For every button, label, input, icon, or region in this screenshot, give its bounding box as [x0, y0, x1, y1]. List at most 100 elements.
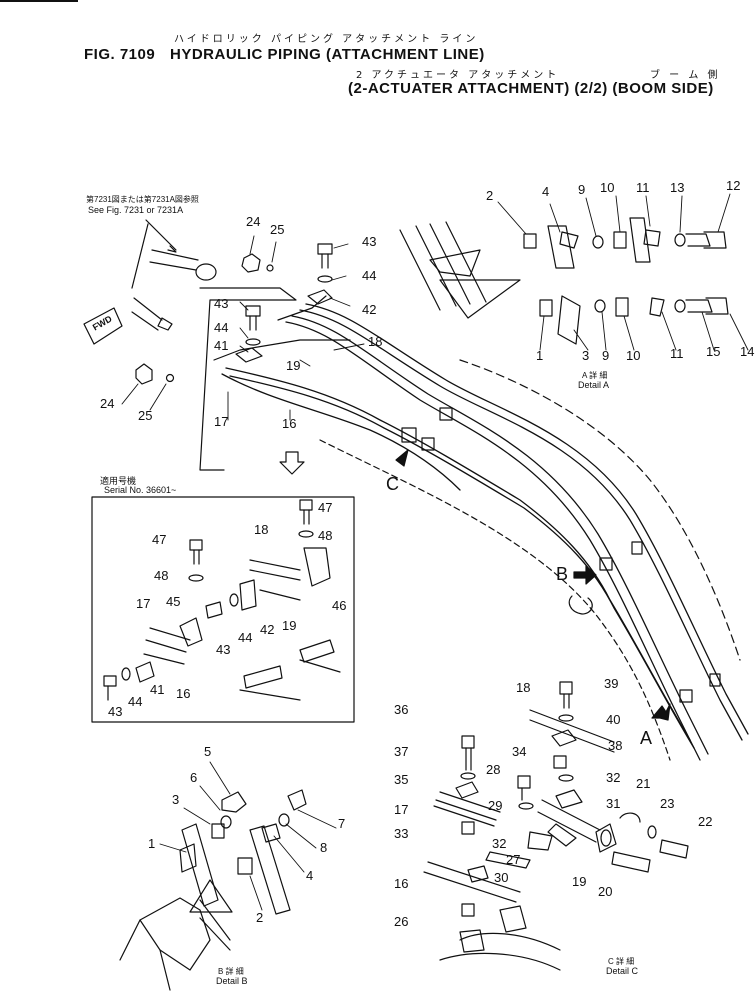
part-number-label: 18 [516, 680, 531, 695]
plug-25-lower [165, 373, 175, 383]
hydraulic-pipes [221, 303, 749, 761]
part-number-label: 10 [626, 348, 641, 363]
part-number-label: 36 [394, 702, 409, 717]
part-number-label: 44 [214, 320, 229, 335]
part-number-label: 22 [698, 814, 713, 829]
part-number-label: 11 [636, 180, 650, 195]
detail-a [399, 217, 729, 345]
part-number-label: 43 [362, 234, 377, 249]
serial-note-jp: 適用号機 [100, 476, 137, 486]
bolt-43-left [245, 305, 261, 331]
part-number-label: 2 [486, 188, 494, 203]
part-number-label: 3 [172, 792, 180, 807]
part-number-label: 4 [306, 868, 314, 883]
part-number-label: 8 [320, 840, 328, 855]
part-number-label: 48 [318, 528, 333, 543]
part-number-label: 17 [136, 596, 151, 611]
part-number-label: 47 [318, 500, 333, 515]
hose-end-pipe [131, 297, 163, 331]
part-number-label: 12 [726, 178, 741, 193]
page-title: HYDRAULIC PIPING (ATTACHMENT LINE) [170, 46, 485, 63]
part-number-label: 23 [660, 796, 675, 811]
washer-44-upper [317, 275, 333, 283]
arrow-b-icon [573, 565, 597, 585]
detail-b-caption: Detail B [216, 976, 248, 986]
title-kana-1: ハイドロリック パイピング アタッチメント ライン [174, 34, 479, 45]
part-number-label: 7 [338, 816, 346, 831]
part-number-label: 2 [256, 910, 264, 925]
detail-a-caption-jp: A 詳 細 [582, 371, 608, 380]
section-b-mark [568, 595, 593, 615]
inset-box [91, 496, 355, 723]
part-number-label: 11 [670, 346, 684, 361]
part-number-label: 21 [636, 776, 651, 791]
part-number-label: 15 [706, 344, 721, 359]
part-number-label: 33 [394, 826, 409, 841]
leader-lines [121, 193, 749, 911]
arrow-a-icon [651, 703, 671, 721]
plug-25-upper [266, 264, 274, 272]
part-number-label: 24 [100, 396, 115, 411]
inset-parts [103, 499, 341, 701]
bolt-43-upper [317, 243, 333, 269]
part-number-label: 29 [488, 798, 503, 813]
part-number-label: 28 [486, 762, 501, 777]
part-number-label: 41 [214, 338, 229, 353]
part-number-label: 42 [260, 622, 275, 637]
part-number-label: 16 [394, 876, 409, 891]
page-subtitle: (2-ACTUATER ATTACHMENT) (2/2) (BOOM SIDE… [348, 80, 714, 97]
down-arrow-icon [279, 451, 305, 475]
part-number-label: 27 [506, 852, 521, 867]
hose-fitting [195, 263, 217, 281]
fig-label: FIG. 7109 [84, 46, 156, 63]
boom-outline [319, 439, 671, 761]
plate-42 [307, 289, 333, 305]
part-number-label: 20 [598, 884, 613, 899]
part-number-label: 44 [238, 630, 253, 645]
part-number-label: 37 [394, 744, 409, 759]
title-kana-2: 2 アクチュエータ アタッチメント [356, 70, 560, 81]
arrow-c-icon [395, 449, 409, 467]
part-number-label: 25 [270, 222, 285, 237]
part-number-label: 48 [154, 568, 169, 583]
part-number-label: 26 [394, 914, 409, 929]
part-number-label: 46 [332, 598, 347, 613]
part-number-label: 45 [166, 594, 181, 609]
part-number-label: 41 [150, 682, 165, 697]
part-number-label: 35 [394, 772, 409, 787]
short-hose [149, 249, 199, 271]
part-number-label: 32 [606, 770, 621, 785]
part-number-label: 38 [608, 738, 623, 753]
fwd-arrow-icon [83, 307, 123, 345]
part-number-label: 9 [602, 348, 610, 363]
nut-24-lower [135, 363, 153, 385]
reference-leader [145, 219, 177, 251]
part-number-label: 3 [582, 348, 590, 363]
view-c-label: C [386, 474, 399, 494]
part-number-label: 31 [606, 796, 621, 811]
part-number-label: 32 [492, 836, 507, 851]
part-number-label: 19 [286, 358, 301, 373]
part-number-label: 14 [740, 344, 755, 359]
part-number-label: 25 [138, 408, 153, 423]
part-number-label: 13 [670, 180, 685, 195]
part-number-label: 44 [362, 268, 377, 283]
detail-b [119, 789, 307, 991]
part-number-label: 34 [512, 744, 527, 759]
part-number-label: 39 [604, 676, 619, 691]
detail-c [423, 681, 689, 971]
part-number-label: 19 [572, 874, 587, 889]
part-number-label: 1 [536, 348, 544, 363]
washer-44-left [245, 338, 261, 346]
view-b-label: B [556, 564, 569, 584]
top-rule [0, 0, 78, 2]
part-number-label: 19 [282, 618, 297, 633]
part-number-label: 9 [578, 182, 586, 197]
clamp [439, 407, 453, 421]
see-fig-note: See Fig. 7231 or 7231A [88, 205, 184, 215]
plate-41 [235, 347, 263, 363]
part-number-label: 10 [600, 180, 615, 195]
part-number-label: 1 [148, 836, 156, 851]
part-number-label: 44 [128, 694, 143, 709]
part-number-label: 18 [254, 522, 269, 537]
